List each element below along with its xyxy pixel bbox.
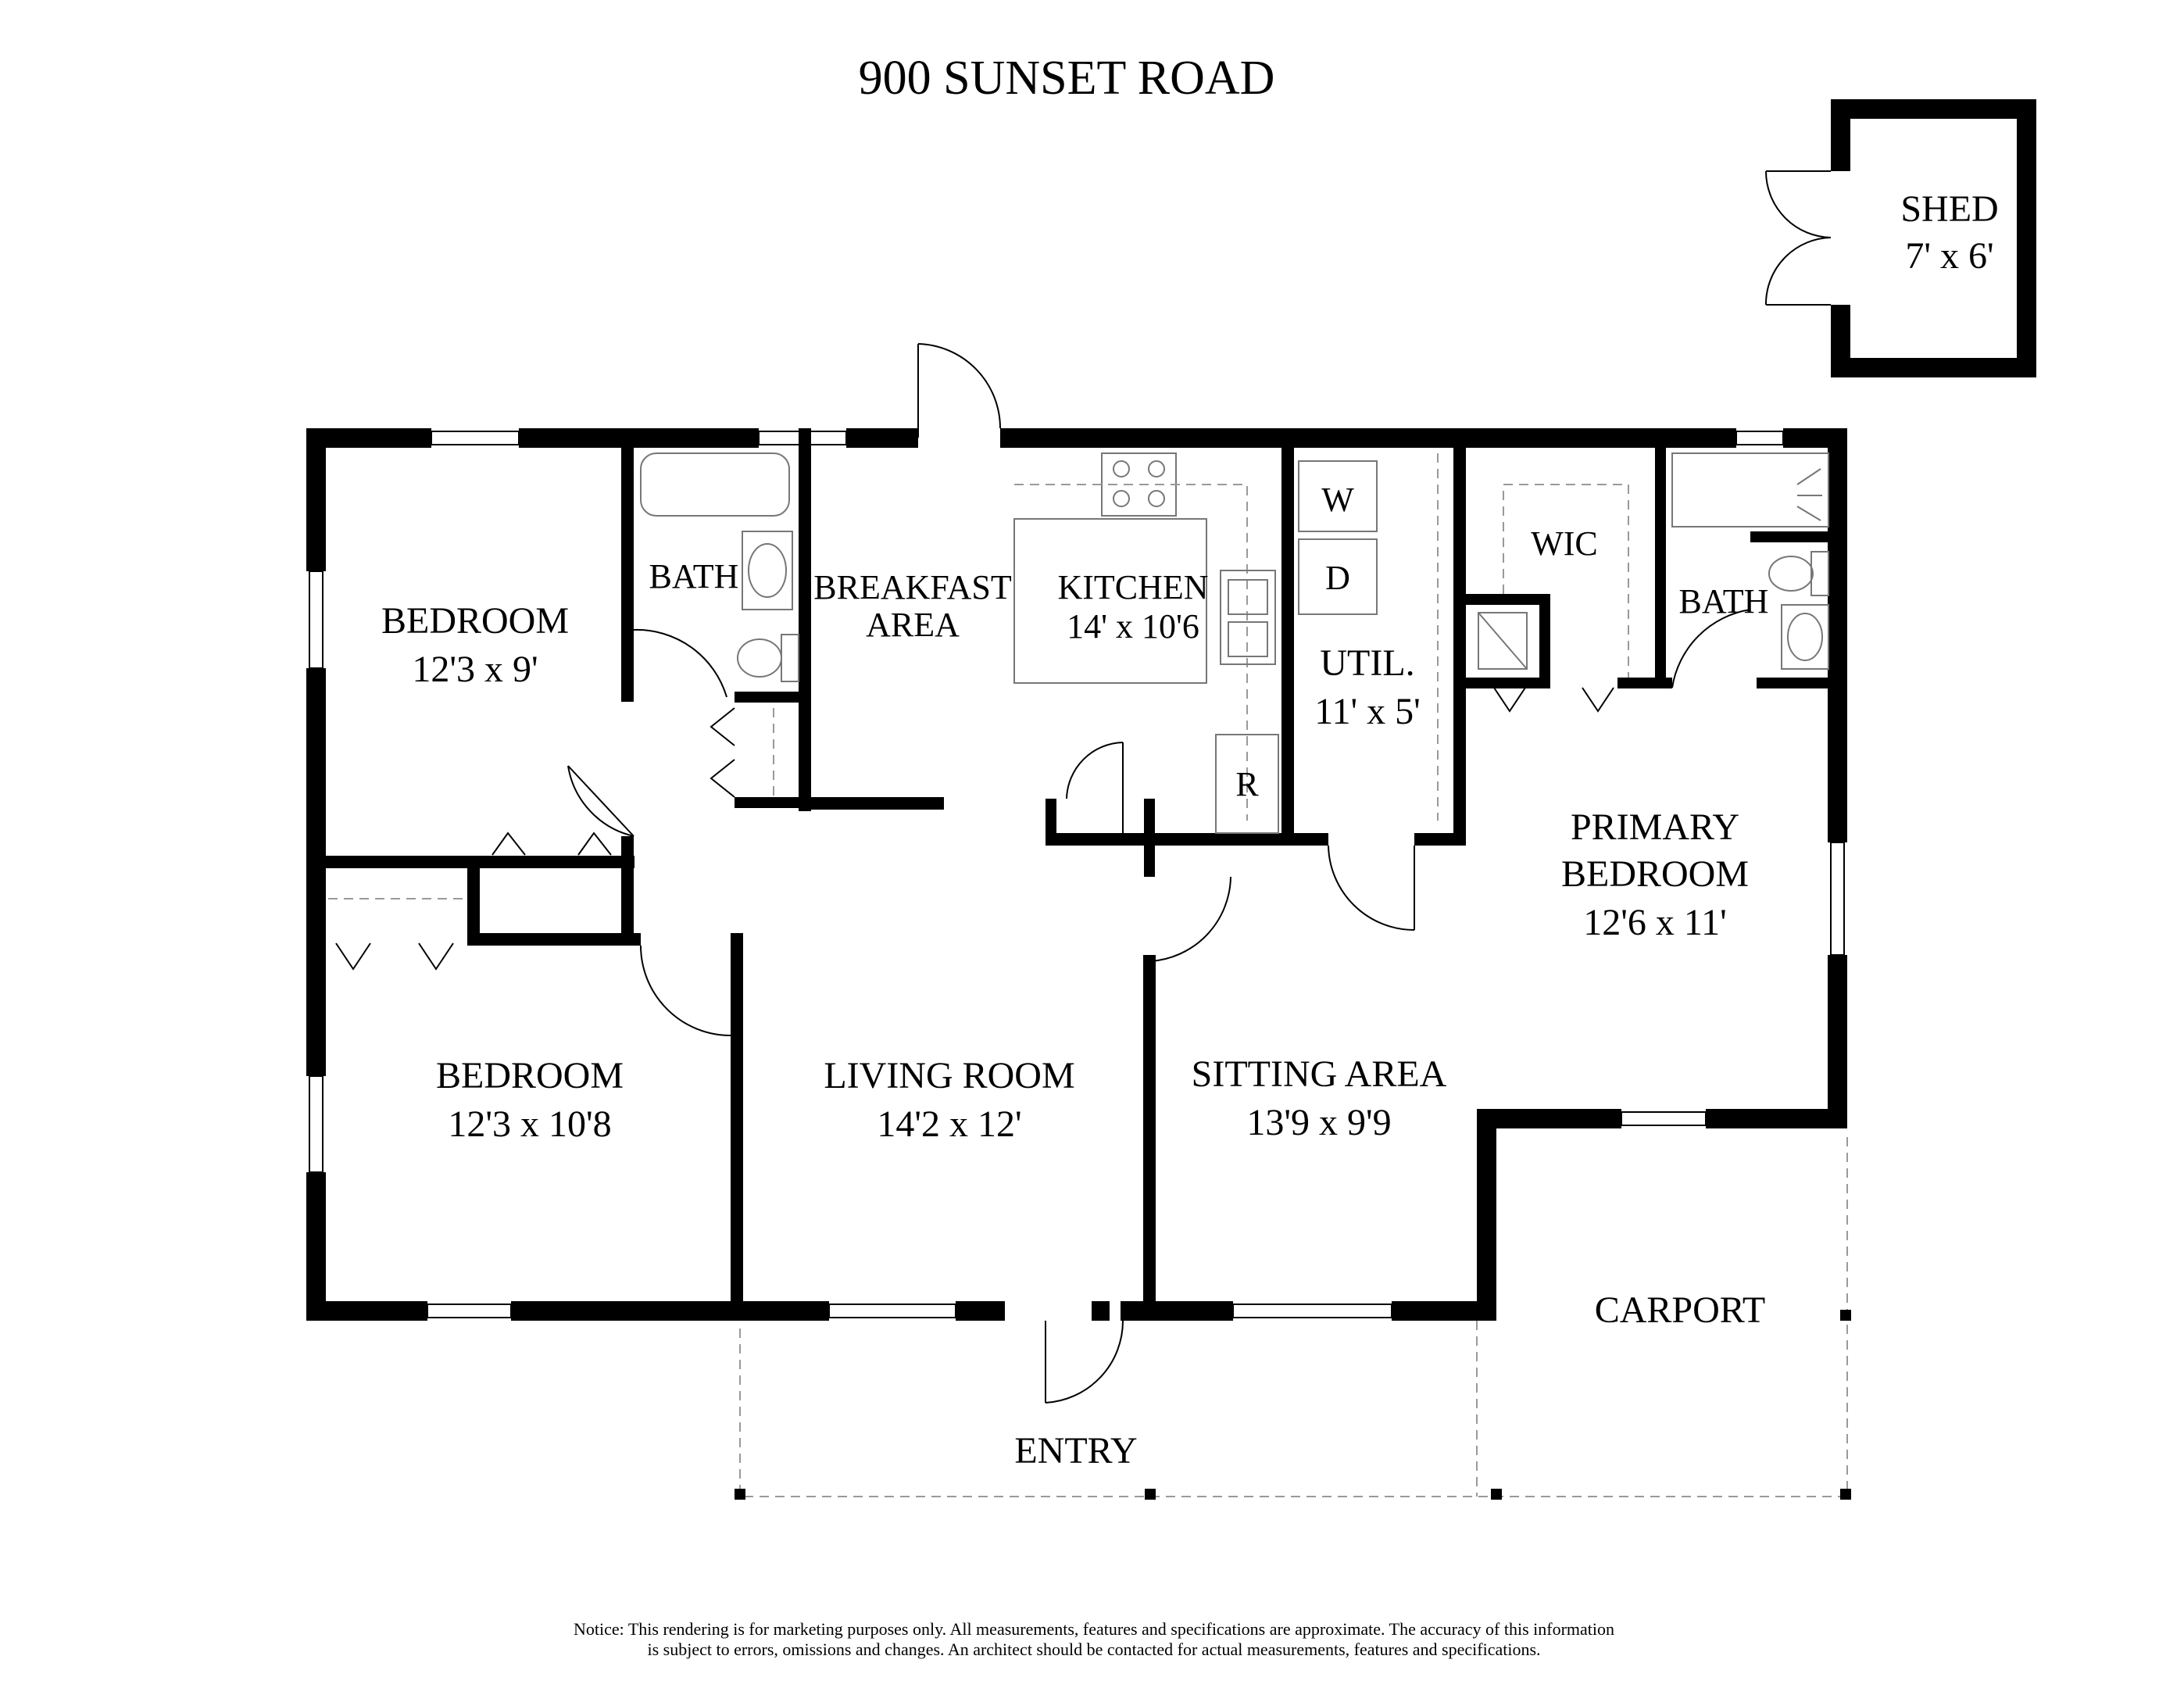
door-icons xyxy=(335,343,1751,1404)
disclaimer-line-2: is subject to errors, omissions and chan… xyxy=(647,1640,1541,1659)
bedroom1-label: BEDROOM xyxy=(381,600,569,642)
sitting-area-label: SITTING AREA xyxy=(1192,1053,1447,1095)
kitchen-label: KITCHEN xyxy=(1057,568,1208,606)
living-room-label: LIVING ROOM xyxy=(824,1055,1074,1096)
dryer-label: D xyxy=(1325,559,1350,597)
breakfast-label: BREAKFAST xyxy=(813,568,1012,606)
carport-label: CARPORT xyxy=(1595,1289,1766,1331)
disclaimer-line-1: Notice: This rendering is for marketing … xyxy=(573,1619,1614,1639)
shed-door-icon xyxy=(1764,170,1832,306)
interior-walls xyxy=(306,428,1847,1321)
entry-label: ENTRY xyxy=(1014,1430,1137,1472)
primary-bedroom-size: 12'6 x 11' xyxy=(1583,902,1727,943)
plan-title: 900 SUNSET ROAD xyxy=(859,52,1275,105)
bath2-label: BATH xyxy=(1679,582,1769,620)
refrigerator-label: R xyxy=(1235,765,1259,803)
shed-label: SHED xyxy=(1900,188,1998,230)
primary-bedroom-label: PRIMARY xyxy=(1571,806,1739,848)
util-label: UTIL. xyxy=(1320,642,1414,684)
bath1-label: BATH xyxy=(649,557,739,595)
wic-label: WIC xyxy=(1531,524,1598,563)
primary-bedroom-label-line2: BEDROOM xyxy=(1561,853,1749,895)
shed xyxy=(1764,99,2036,377)
fixtures xyxy=(328,452,1851,1500)
bedroom2-label: BEDROOM xyxy=(436,1055,624,1096)
living-room-size: 14'2 x 12' xyxy=(877,1103,1021,1145)
breakfast-label-line2: AREA xyxy=(866,606,960,644)
bedroom1-size: 12'3 x 9' xyxy=(412,649,538,690)
washer-label: W xyxy=(1321,481,1354,519)
kitchen-size: 14' x 10'6 xyxy=(1067,607,1199,646)
bedroom2-size: 12'3 x 10'8 xyxy=(448,1103,611,1145)
util-size: 11' x 5' xyxy=(1314,691,1421,732)
disclaimer-notice: Notice: This rendering is for marketing … xyxy=(313,1619,1875,1660)
sitting-area-size: 13'9 x 9'9 xyxy=(1246,1102,1391,1143)
shed-size: 7' x 6' xyxy=(1905,235,1993,277)
